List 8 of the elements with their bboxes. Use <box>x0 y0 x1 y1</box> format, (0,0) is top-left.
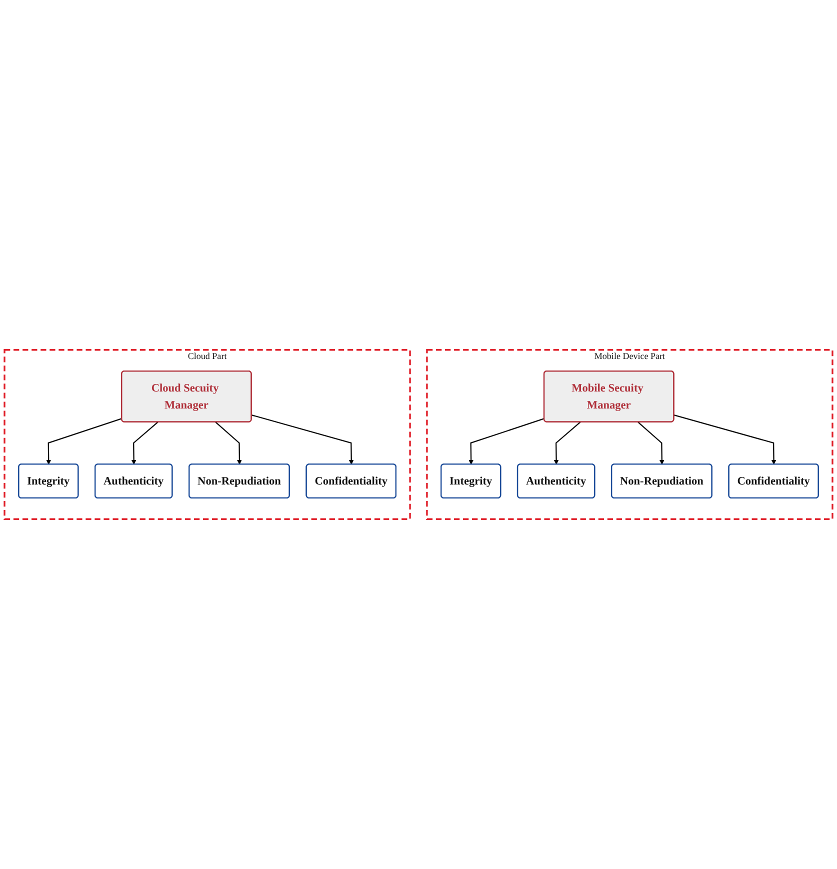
arrow <box>46 418 122 465</box>
arrow <box>638 422 664 465</box>
arrow <box>468 418 544 465</box>
arrow <box>131 422 158 465</box>
arrow <box>554 422 581 465</box>
arrow <box>251 414 354 465</box>
arrow <box>674 414 776 465</box>
arrow <box>215 422 242 465</box>
